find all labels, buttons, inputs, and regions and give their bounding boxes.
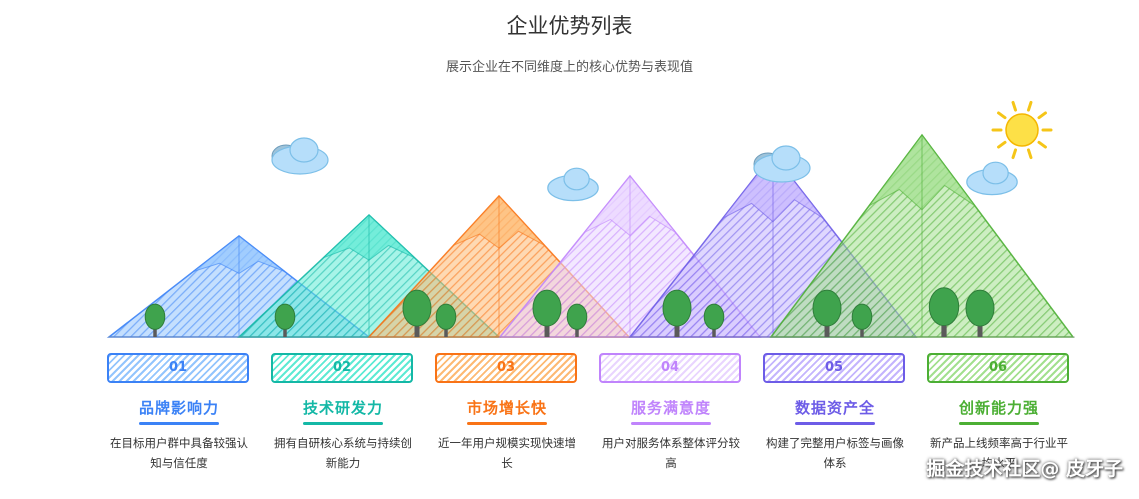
tree-icon (928, 287, 960, 337)
advantage-title: 创新能力强 (958, 399, 1039, 417)
advantage-number-badge: 01 (107, 353, 249, 383)
advantage-title: 市场增长快 (466, 399, 547, 417)
tree-icon (402, 289, 432, 337)
sun-icon (991, 100, 1053, 160)
mountain-range (106, 133, 1075, 338)
advantage-number-badge: 05 (763, 353, 905, 383)
advantage-card-2: 02 技术研发力 拥有自研核心系统与持续创新能力 (269, 353, 417, 473)
tree-icon (851, 303, 873, 337)
watermark: 掘金技术社区@ 皮牙子 (926, 458, 1123, 480)
tree-icon (274, 303, 296, 337)
advantage-description: 拥有自研核心系统与持续创新能力 (274, 436, 412, 470)
tree-icon (435, 303, 457, 337)
advantage-card-3: 03 市场增长快 近一年用户规模实现快速增长 (433, 353, 581, 473)
title-underline (467, 422, 547, 425)
cloud-icon (271, 137, 329, 175)
advantage-description: 新产品上线频率高于行业平均水平 (930, 436, 1068, 470)
title-underline (795, 422, 875, 425)
advantage-description: 近一年用户规模实现快速增长 (438, 436, 576, 470)
sky-decor (271, 100, 1053, 202)
page-title: 企业优势列表 (506, 14, 633, 38)
title-underline (139, 422, 219, 425)
advantage-card-5: 05 数据资产全 构建了完整用户标签与画像体系 (761, 353, 909, 473)
advantage-title: 技术研发力 (302, 399, 383, 417)
page-subtitle: 展示企业在不同维度上的核心优势与表现值 (445, 60, 693, 75)
advantage-description: 在目标用户群中具备较强认知与信任度 (110, 436, 248, 470)
mountain-scene (106, 100, 1075, 338)
tree-group (144, 287, 995, 337)
advantage-title: 数据资产全 (794, 399, 875, 417)
cloud-icon (547, 167, 599, 202)
advantage-number-badge: 06 (927, 353, 1069, 383)
tree-icon (965, 289, 995, 337)
cloud-icon (753, 145, 811, 183)
mountain-6 (769, 133, 1075, 338)
advantage-title: 服务满意度 (630, 399, 711, 417)
advantage-card-6: 06 创新能力强 新产品上线频率高于行业平均水平 (925, 353, 1073, 473)
tree-icon (812, 289, 842, 337)
title-underline (631, 422, 711, 425)
advantage-description: 构建了完整用户标签与画像体系 (766, 436, 904, 470)
title-underline (959, 422, 1039, 425)
tree-icon (144, 303, 166, 337)
tree-icon (703, 303, 725, 337)
tree-icon (566, 303, 588, 337)
advantage-card-4: 04 服务满意度 用户对服务体系整体评分较高 (597, 353, 745, 473)
title-underline (303, 422, 383, 425)
tree-icon (532, 289, 562, 337)
tree-icon (662, 289, 692, 337)
advantage-card-1: 01 品牌影响力 在目标用户群中具备较强认知与信任度 (105, 353, 253, 473)
cloud-icon (966, 161, 1018, 196)
advantage-description: 用户对服务体系整体评分较高 (602, 436, 740, 470)
advantage-number-badge: 02 (271, 353, 413, 383)
advantage-number-badge: 04 (599, 353, 741, 383)
advantage-title: 品牌影响力 (138, 399, 219, 417)
advantage-number-badge: 03 (435, 353, 577, 383)
